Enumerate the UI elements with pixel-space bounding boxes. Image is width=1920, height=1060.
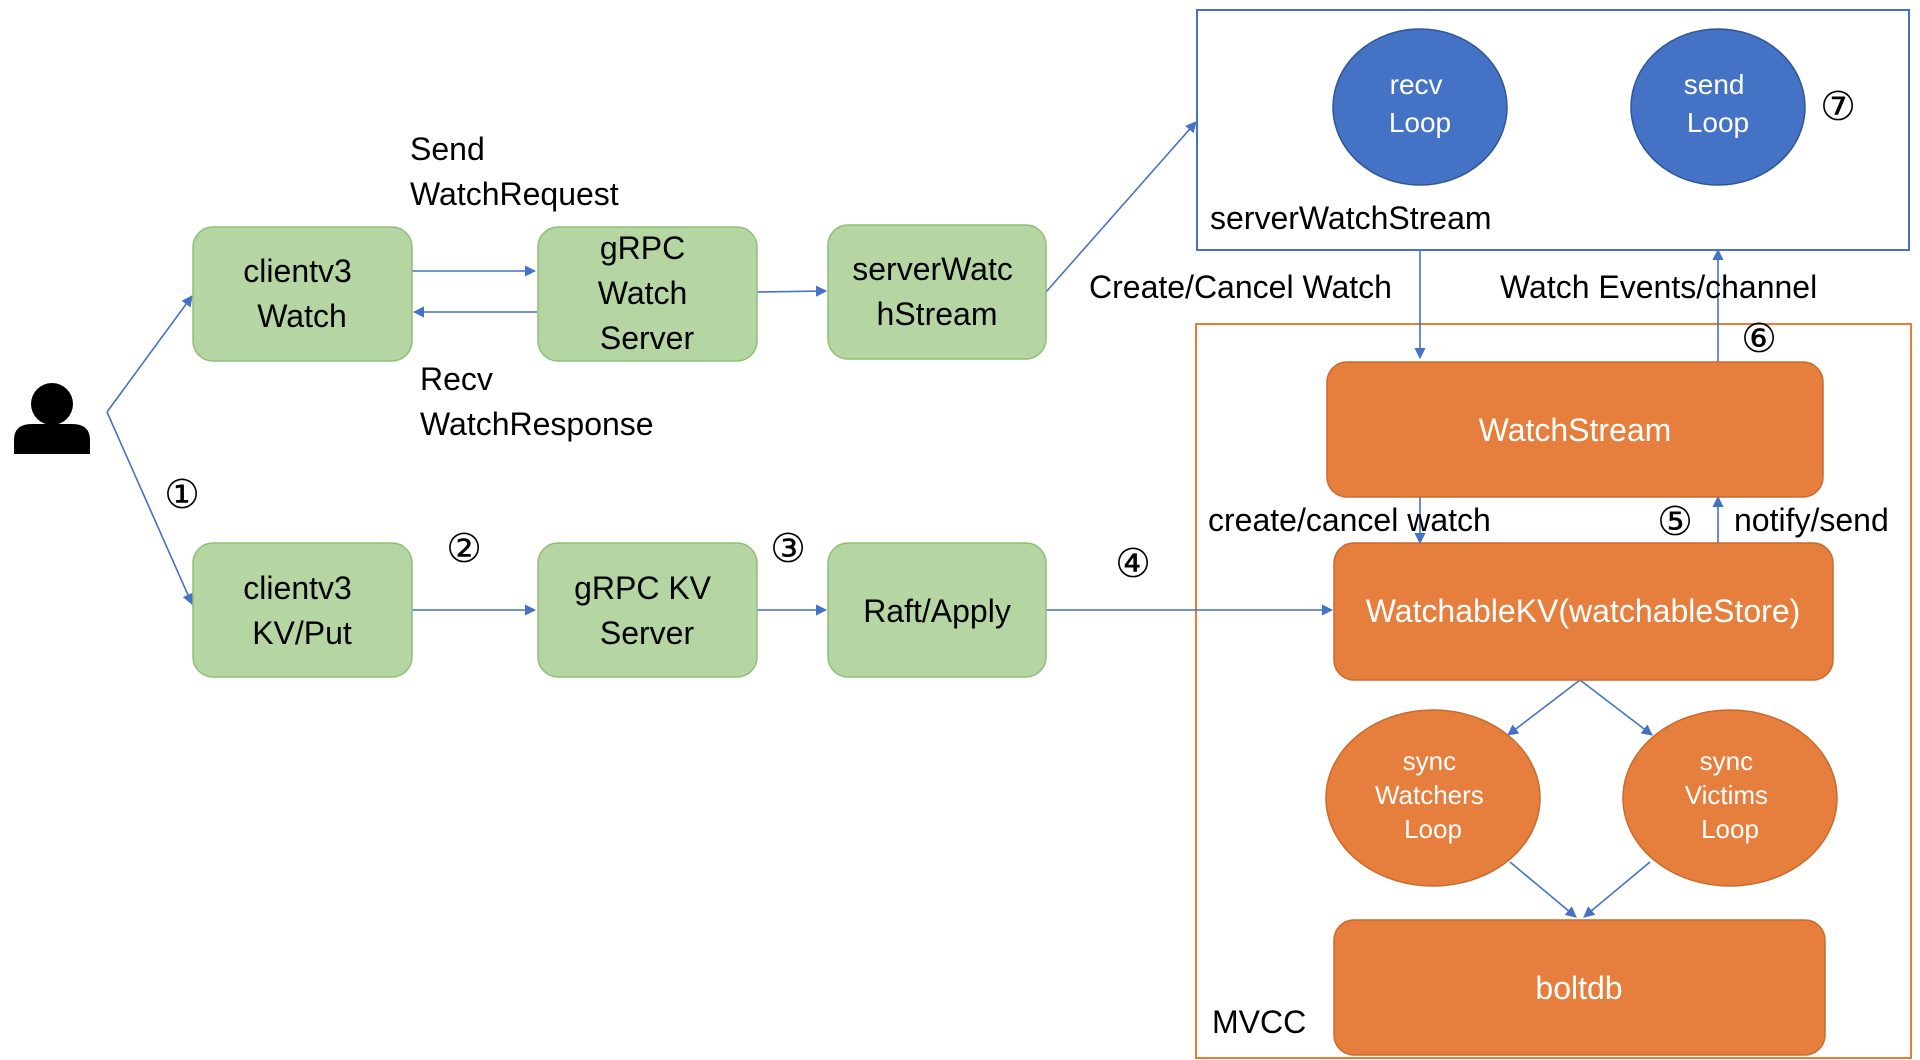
node-label: send [1684, 69, 1745, 100]
node-label: Loop [1404, 814, 1462, 844]
node-label: Raft/Apply [863, 593, 1011, 629]
node-watch-stream: WatchStream [1326, 361, 1824, 498]
server-watch-stream-frame [1196, 9, 1910, 251]
step-7-marker: ⑦ [1820, 84, 1856, 130]
step-3-marker: ③ [770, 526, 806, 572]
arrow-sync-victims-to-boltdb [1583, 861, 1651, 918]
node-sync-watchers-loop: sync Watchers Loop [1325, 709, 1541, 887]
node-label: Loop [1389, 107, 1451, 138]
step-markers: ① ② ③ ④ ⑤ ⑥ ⑦ [164, 84, 1856, 587]
svg-text:recv Loop: recv Loop [1389, 69, 1451, 138]
node-clientv3-kv-put: clientv3 KV/Put [192, 542, 413, 678]
node-clientv3-watch: clientv3 Watch [192, 226, 413, 362]
svg-text:Raft/Apply: Raft/Apply [863, 593, 1011, 629]
node-label: WatchableKV(watchableStore) [1366, 593, 1801, 629]
node-label: clientv3 [243, 570, 352, 606]
node-raft-apply: Raft/Apply [827, 542, 1047, 678]
svg-text:clientv3 Watch: clientv3 Watch [243, 253, 360, 334]
step-2-marker: ② [446, 526, 482, 572]
node-server-watch-stream: serverWatc hStream [827, 224, 1047, 360]
arrow-kv-to-sync-victims [1579, 679, 1653, 736]
notify-send-label: notify/send [1734, 502, 1889, 538]
label-line: WatchRequest [410, 176, 619, 212]
svg-text:gRPC KV Server: gRPC KV Server [574, 570, 720, 651]
create-cancel-watch-lower-label: create/cancel watch [1208, 502, 1491, 538]
node-grpc-watch-server: gRPC Watch Server [537, 226, 758, 362]
node-send-loop: send Loop [1630, 28, 1806, 186]
send-watch-request-label: Send WatchRequest [410, 131, 619, 212]
svg-text:serverWatc hStream: serverWatc hStream [852, 251, 1022, 332]
node-label: Loop [1701, 814, 1759, 844]
label-line: Recv [420, 361, 493, 397]
node-label: Watch [257, 298, 347, 334]
arrow-to-stream-frame [1045, 121, 1197, 293]
node-label: Watchers [1375, 780, 1484, 810]
svg-text:clientv3 KV/Put: clientv3 KV/Put [243, 570, 360, 651]
svg-text:boltdb: boltdb [1535, 970, 1622, 1006]
create-cancel-watch-upper-label: Create/Cancel Watch [1089, 269, 1392, 305]
node-label: Server [600, 320, 695, 356]
label-line: WatchResponse [420, 406, 654, 442]
node-recv-loop: recv Loop [1332, 28, 1508, 186]
node-label: clientv3 [243, 253, 352, 289]
client-side-nodes: clientv3 Watch gRPC Watch Server serverW… [192, 224, 1047, 678]
mvcc-nodes: WatchStream WatchableKV(watchableStore) … [1325, 361, 1838, 1056]
connectors [106, 121, 1724, 918]
arrow-sync-watchers-to-boltdb [1509, 861, 1577, 918]
recv-watch-response-label: Recv WatchResponse [420, 361, 654, 442]
arrow-kv-to-sync-watchers [1507, 679, 1581, 736]
node-label: WatchStream [1479, 412, 1672, 448]
node-label: recv [1390, 69, 1443, 100]
node-label: Server [600, 615, 695, 651]
node-label: Victims [1685, 780, 1768, 810]
node-grpc-kv-server: gRPC KV Server [537, 542, 758, 678]
svg-text:WatchStream: WatchStream [1479, 412, 1672, 448]
node-label: Watch [598, 275, 688, 311]
node-label: boltdb [1535, 970, 1622, 1006]
step-1-marker: ① [164, 472, 200, 518]
stream-loops: recv Loop send Loop [1332, 28, 1806, 186]
server-watch-stream-frame-label: serverWatchStream [1210, 200, 1492, 236]
node-label: gRPC KV [574, 570, 712, 606]
mvcc-label: MVCC [1212, 1004, 1306, 1040]
arrow-grpc-to-serverwatchstream [756, 285, 828, 297]
svg-text:sync Victims L: sync Victims Loop [1685, 746, 1776, 844]
node-label: serverWatc [852, 251, 1013, 287]
node-boltdb: boltdb [1333, 919, 1826, 1056]
label-line: Send [410, 131, 485, 167]
mvcc-frame [1195, 323, 1912, 1059]
node-label: hStream [877, 296, 998, 332]
svg-text:sync Watchers: sync Watchers Loop [1375, 746, 1491, 844]
node-label: KV/Put [252, 615, 352, 651]
svg-text:WatchableKV(watchableStore): WatchableKV(watchableStore) [1366, 593, 1801, 629]
arrow-user-to-watch [106, 295, 193, 413]
node-sync-victims-loop: sync Victims Loop [1622, 709, 1838, 887]
node-label: sync [1403, 746, 1456, 776]
node-watchable-kv: WatchableKV(watchableStore) [1333, 542, 1834, 681]
edge-labels: Send WatchRequest Recv WatchResponse ser… [410, 131, 1889, 1040]
node-label: Loop [1687, 107, 1749, 138]
svg-text:gRPC Watch Ser: gRPC Watch Server [598, 230, 696, 356]
node-label: gRPC [600, 230, 685, 266]
svg-text:send Loop: send Loop [1684, 69, 1753, 138]
user-icon [14, 383, 90, 454]
step-5-marker: ⑤ [1657, 499, 1693, 545]
node-label: sync [1700, 746, 1753, 776]
arrow-user-to-put [106, 411, 194, 606]
step-4-marker: ④ [1115, 541, 1151, 587]
watch-events-channel-label: Watch Events/channel [1500, 269, 1817, 305]
step-6-marker: ⑥ [1741, 316, 1777, 362]
